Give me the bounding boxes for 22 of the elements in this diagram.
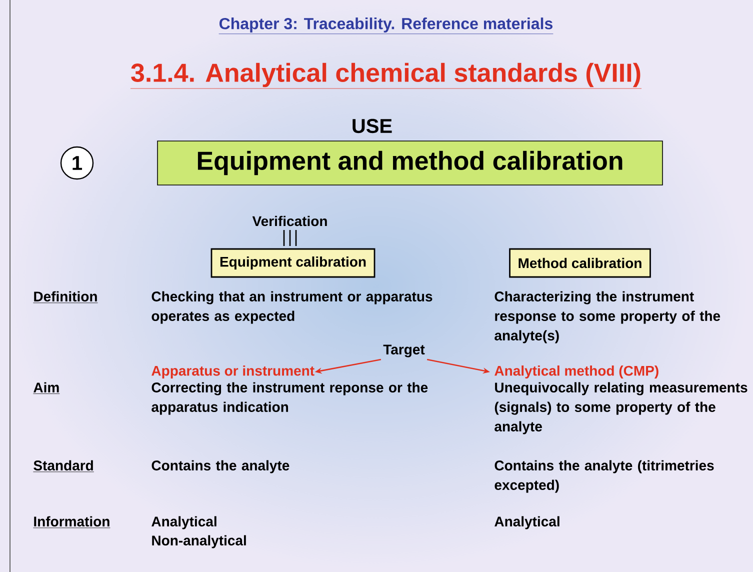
- row-heading: Information: [33, 516, 110, 528]
- table-cell: Checking that an instrument or apparatus operates as expected: [152, 291, 432, 324]
- side-label: Verification: [252, 216, 327, 226]
- table-cell: Analytical: [494, 516, 560, 530]
- table-cell: Contains the analyte: [152, 460, 290, 474]
- row-heading: Aim: [33, 382, 60, 394]
- chapter-heading: Chapter 3: Traceability. Reference materials: [218, 18, 554, 34]
- title-box: Equipment and method calibration: [157, 140, 663, 186]
- table-cell: Unequivocally relating measurements (signals) to some property of the analyte: [494, 382, 748, 434]
- row-heading: Standard: [33, 460, 94, 472]
- table-cell: Analytical: [152, 516, 216, 530]
- label-box: Method calibration: [509, 248, 651, 278]
- table-cell: Correcting the instrument reponse or the apparatus indication: [152, 382, 428, 415]
- label-box: Equipment calibration: [210, 248, 376, 278]
- row-heading: Definition: [33, 291, 98, 304]
- target-label: Target: [383, 344, 425, 358]
- target-label: Apparatus or instrument: [152, 365, 314, 379]
- slide-title: 3.1.4. Analytical chemical standards (VIII): [130, 62, 642, 89]
- table-cell: Contains the analyte (titrimetries excepted): [494, 460, 714, 493]
- table-cell: Characterizing the instrument response to some property of the analyte(s): [494, 291, 720, 344]
- table-cell: Non-analytical: [152, 535, 246, 548]
- target-label: Analytical method (CMP): [494, 365, 658, 379]
